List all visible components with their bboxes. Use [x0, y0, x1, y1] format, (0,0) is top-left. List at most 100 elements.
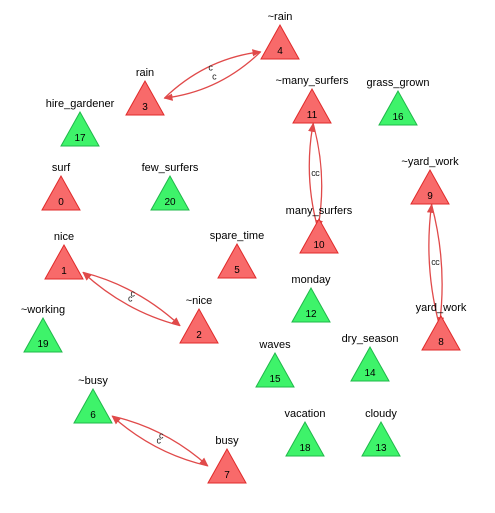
node-label: dry_season [342, 333, 399, 345]
node-id: 1 [61, 266, 67, 277]
node-id: 2 [196, 330, 202, 341]
node-triangle[interactable] [60, 110, 100, 147]
node-grass-grown[interactable]: 16 grass_grown [367, 77, 430, 126]
node-triangle[interactable] [73, 387, 113, 424]
node-id: 19 [37, 339, 49, 350]
edge-label-4-to-3: c [212, 72, 217, 82]
node-id: 18 [299, 443, 311, 454]
node-monday[interactable]: 12 monday [291, 274, 331, 323]
node-cloudy[interactable]: 13 cloudy [361, 408, 401, 457]
node-busy[interactable]: 7 busy [207, 435, 247, 484]
node-triangle[interactable] [260, 23, 300, 60]
node-triangle[interactable] [350, 345, 390, 382]
node-id: 7 [224, 470, 230, 481]
node-label: yard_work [416, 302, 467, 314]
edge-10-to-11 [308, 122, 319, 229]
node-id: 16 [392, 112, 404, 123]
node-waves[interactable]: 15 waves [255, 339, 295, 388]
node-id: 14 [364, 368, 376, 379]
edge-label-3-to-4: c [208, 62, 213, 72]
node-id: 5 [234, 265, 240, 276]
node-busy[interactable]: 6 ~busy [73, 375, 113, 424]
node-triangle[interactable] [217, 242, 257, 279]
node-label: ~yard_work [401, 156, 459, 168]
node-triangle[interactable] [285, 420, 325, 457]
node-label: waves [258, 339, 291, 351]
edge-label-9-to-8: c [435, 257, 440, 267]
edge-label-10-to-11: c [311, 168, 316, 178]
node-nice[interactable]: 1 nice [44, 231, 84, 280]
node-dry-season[interactable]: 14 dry_season [342, 333, 399, 382]
edge-label-7-to-6: c [157, 436, 162, 446]
node-triangle[interactable] [361, 420, 401, 457]
node-triangle[interactable] [299, 217, 339, 254]
node-spare-time[interactable]: 5 spare_time [210, 230, 264, 279]
node-label: rain [136, 67, 154, 79]
edge-3-to-4 [163, 49, 262, 99]
node-triangle[interactable] [292, 87, 332, 124]
node-label: ~busy [78, 375, 108, 387]
node-triangle[interactable] [44, 243, 84, 280]
node-triangle[interactable] [41, 174, 81, 211]
edge-label-2-to-1: c [128, 294, 133, 304]
node-working[interactable]: 19 ~working [21, 304, 65, 353]
node-id: 12 [305, 309, 317, 320]
edge-8-to-9 [426, 203, 441, 326]
edge-6-to-7 [112, 415, 209, 467]
node-label: cloudy [365, 408, 397, 420]
node-label: many_surfers [286, 205, 353, 217]
node-triangle[interactable] [23, 316, 63, 353]
node-id: 9 [427, 191, 433, 202]
node-id: 11 [307, 110, 318, 121]
node-yard-work[interactable]: 8 yard_work [416, 302, 467, 351]
node-label: ~working [21, 304, 65, 316]
edge-2-to-1 [82, 271, 181, 327]
edge-4-to-3 [163, 51, 262, 101]
node-label: ~rain [268, 11, 293, 23]
node-label: surf [52, 162, 71, 174]
node-triangle[interactable] [421, 314, 461, 351]
node-triangle[interactable] [150, 174, 190, 211]
node-many-surfers[interactable]: 11 ~many_surfers [275, 75, 349, 124]
node-label: busy [215, 435, 239, 447]
node-id: 6 [90, 410, 96, 421]
node-label: ~many_surfers [275, 75, 349, 87]
node-label: few_surfers [142, 162, 199, 174]
node-id: 10 [313, 240, 325, 251]
node-surf[interactable]: 0 surf [41, 162, 81, 211]
node-label: nice [54, 231, 74, 243]
edge-label-6-to-7: c [159, 430, 164, 440]
node-id: 15 [269, 374, 281, 385]
node-triangle[interactable] [207, 447, 247, 484]
node-many-surfers[interactable]: 10 many_surfers [286, 205, 353, 254]
node-id: 17 [74, 133, 86, 144]
edge-11-to-10 [312, 123, 323, 230]
edge-label-11-to-10: c [315, 168, 320, 178]
node-triangle[interactable] [125, 79, 165, 116]
edge-label-1-to-2: c [131, 288, 136, 298]
node-triangle[interactable] [378, 89, 418, 126]
node-label: monday [291, 274, 331, 286]
node-rain[interactable]: 4~rain [260, 11, 300, 60]
node-rain[interactable]: 3 rain [125, 67, 165, 116]
node-triangle[interactable] [255, 351, 295, 388]
node-label: spare_time [210, 230, 264, 242]
node-yard-work[interactable]: 9 ~yard_work [401, 156, 459, 205]
edge-9-to-8 [430, 204, 445, 327]
node-id: 0 [58, 197, 64, 208]
node-triangle[interactable] [179, 307, 219, 344]
node-nice[interactable]: 2~nice [179, 295, 219, 344]
node-triangle[interactable] [291, 286, 331, 323]
node-id: 13 [375, 443, 387, 454]
edge-7-to-6 [111, 415, 208, 467]
node-label: grass_grown [367, 77, 430, 89]
node-id: 8 [438, 337, 444, 348]
node-id: 3 [142, 102, 148, 113]
edge-1-to-2 [82, 271, 181, 327]
node-triangle[interactable] [410, 168, 450, 205]
